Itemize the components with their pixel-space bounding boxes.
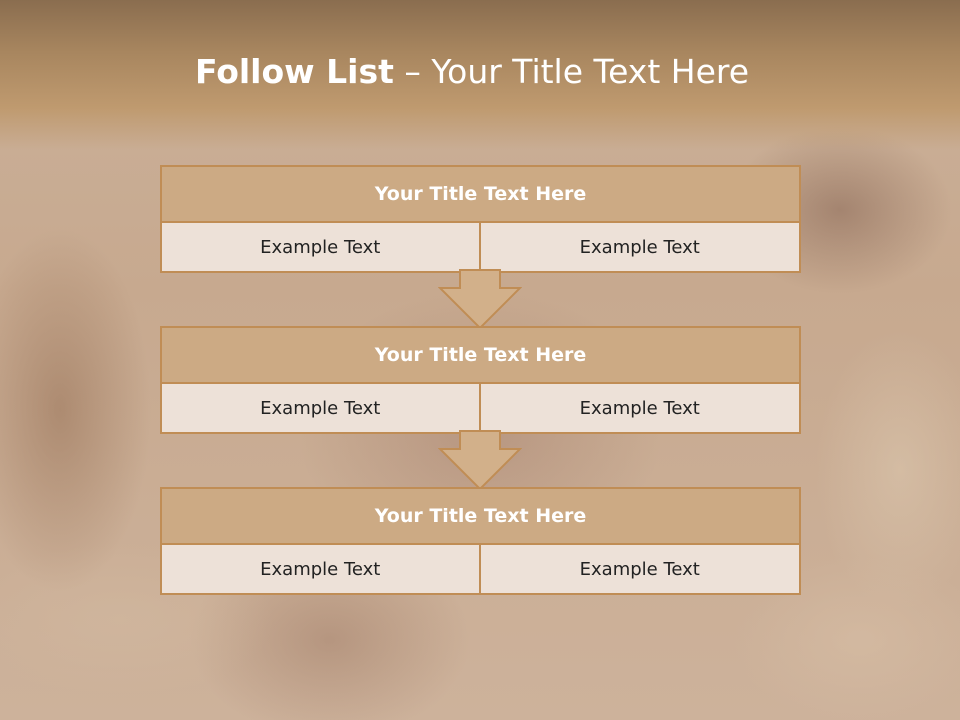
slide-title-rest: – Your Title Text Here	[393, 52, 750, 91]
step-cell-right: Example Text	[480, 545, 801, 595]
slide-title: Follow List – Your Title Text Here	[0, 52, 944, 91]
down-arrow-icon	[438, 269, 522, 330]
step-title: Your Title Text Here	[160, 326, 801, 384]
step-title: Your Title Text Here	[160, 165, 801, 223]
slide-title-bold: Follow List	[194, 52, 394, 91]
step-title: Your Title Text Here	[160, 487, 801, 545]
header-band	[0, 0, 960, 150]
step-row: Example Text Example Text	[160, 545, 801, 595]
step-block-2: Your Title Text Here Example Text Exampl…	[160, 326, 801, 434]
step-block-1: Your Title Text Here Example Text Exampl…	[160, 165, 801, 273]
step-cell-left: Example Text	[160, 545, 481, 595]
step-block-3: Your Title Text Here Example Text Exampl…	[160, 487, 801, 595]
step-cell-right: Example Text	[480, 223, 801, 273]
down-arrow-icon	[438, 430, 522, 491]
step-cell-left: Example Text	[160, 384, 481, 434]
step-row: Example Text Example Text	[160, 223, 801, 273]
step-cell-right: Example Text	[480, 384, 801, 434]
step-row: Example Text Example Text	[160, 384, 801, 434]
step-cell-left: Example Text	[160, 223, 481, 273]
